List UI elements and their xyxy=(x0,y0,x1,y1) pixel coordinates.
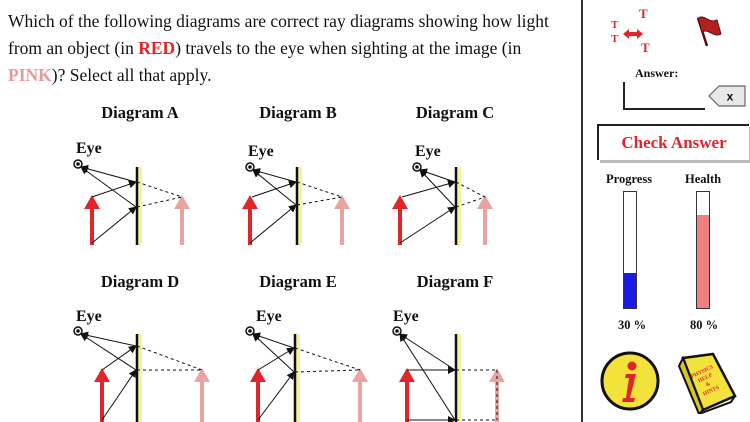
ray-diagram-f xyxy=(392,326,505,422)
ray-diagram-d xyxy=(73,326,210,422)
svg-text:T: T xyxy=(611,19,619,31)
eye-label: Eye xyxy=(256,308,282,325)
svg-text:x: x xyxy=(727,90,734,104)
svg-text:T: T xyxy=(641,40,650,55)
side-panel: T T T T Answer: x Check Answer Progress … xyxy=(583,0,750,422)
question-panel: Which of the following diagrams are corr… xyxy=(8,0,583,422)
health-label: Health xyxy=(685,172,722,186)
clear-answer-button[interactable]: x xyxy=(707,84,747,108)
check-answer-button[interactable]: Check Answer xyxy=(597,124,749,160)
red-keyword: RED xyxy=(138,38,176,58)
font-size-icon[interactable]: T T T T xyxy=(605,4,661,56)
eye-label: Eye xyxy=(76,308,102,325)
diagram-title: Diagram B xyxy=(259,103,337,122)
diagram-title: Diagram E xyxy=(259,272,337,291)
answer-input[interactable] xyxy=(623,82,705,110)
eye-label: Eye xyxy=(76,140,102,157)
ray-diagram-a xyxy=(73,159,190,245)
answer-label: Answer: xyxy=(635,66,679,80)
ray-diagram-e xyxy=(245,326,368,422)
eye-label: Eye xyxy=(415,143,441,160)
ray-diagram-b xyxy=(242,162,350,245)
hints-book-icon[interactable]: PHYSICS HELP & HINTS xyxy=(673,352,739,414)
progress-fill xyxy=(624,273,636,308)
diagram-title: Diagram F xyxy=(416,272,494,291)
diagram-title: Diagram D xyxy=(100,272,180,291)
eye-label: Eye xyxy=(248,143,274,160)
health-fill xyxy=(697,215,709,308)
pink-keyword: PINK xyxy=(8,65,52,85)
progress-label: Progress xyxy=(606,172,653,186)
eye-label: Eye xyxy=(393,308,419,325)
question-text: Which of the following diagrams are corr… xyxy=(8,11,549,85)
svg-text:&: & xyxy=(705,381,712,389)
progress-value: 30 % xyxy=(618,318,647,332)
progress-meter xyxy=(623,191,637,309)
info-icon[interactable] xyxy=(599,350,661,412)
svg-text:T: T xyxy=(639,6,648,21)
health-meter xyxy=(696,191,710,309)
health-value: 80 % xyxy=(690,318,719,332)
flag-icon[interactable] xyxy=(693,14,723,48)
diagram-title: Diagram C xyxy=(415,103,495,122)
svg-text:T: T xyxy=(611,33,619,45)
diagram-title: Diagram A xyxy=(101,103,179,122)
ray-diagram-c xyxy=(392,162,493,245)
